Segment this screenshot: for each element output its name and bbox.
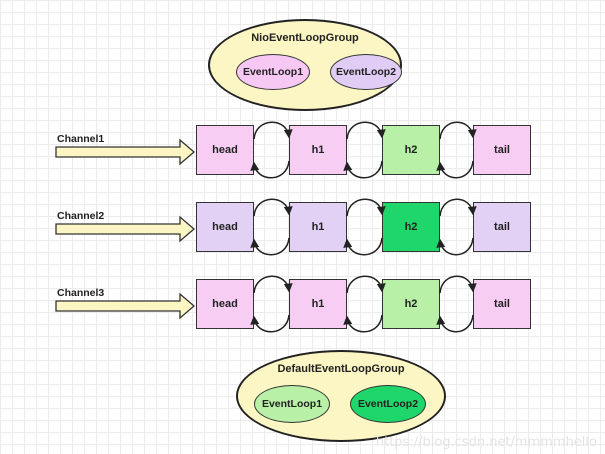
forward-link-arrow bbox=[439, 198, 477, 217]
default-event-loop-1: EventLoop1 bbox=[254, 385, 330, 423]
pipeline-node: tail bbox=[473, 125, 531, 175]
backward-link-arrow bbox=[436, 237, 474, 256]
forward-link-arrow bbox=[253, 121, 293, 140]
channel-input-arrow bbox=[55, 292, 195, 320]
backward-link-arrow bbox=[343, 237, 383, 256]
channel-label: Channel2 bbox=[57, 210, 105, 222]
pipeline-node: tail bbox=[473, 279, 531, 329]
forward-link-arrow bbox=[346, 121, 386, 140]
default-event-loop-group-title: DefaultEventLoopGroup bbox=[277, 363, 405, 375]
backward-link-arrow bbox=[250, 314, 290, 333]
channel-label: Channel1 bbox=[57, 133, 105, 145]
channel-input-arrow bbox=[55, 215, 195, 243]
pipeline-node: tail bbox=[473, 202, 531, 252]
backward-link-arrow bbox=[250, 237, 290, 256]
pipeline-node: h2 bbox=[382, 279, 440, 329]
pipeline-node: head bbox=[196, 125, 254, 175]
backward-link-arrow bbox=[343, 314, 383, 333]
pipeline-node: head bbox=[196, 279, 254, 329]
backward-link-arrow bbox=[436, 314, 474, 333]
backward-link-arrow bbox=[343, 160, 383, 179]
channel-input-arrow bbox=[55, 138, 195, 166]
pipeline-node: h1 bbox=[289, 279, 347, 329]
pipeline-node: h1 bbox=[289, 125, 347, 175]
forward-link-arrow bbox=[439, 121, 477, 140]
forward-link-arrow bbox=[253, 198, 293, 217]
pipeline-node: head bbox=[196, 202, 254, 252]
nio-event-loop-group-title: NioEventLoopGroup bbox=[251, 32, 359, 44]
forward-link-arrow bbox=[439, 275, 477, 294]
pipeline-node: h1 bbox=[289, 202, 347, 252]
forward-link-arrow bbox=[253, 275, 293, 294]
watermark: https://blog.csdn.net/mmmmhello bbox=[375, 435, 597, 450]
backward-link-arrow bbox=[436, 160, 474, 179]
nio-event-loop-1: EventLoop1 bbox=[236, 54, 310, 90]
channel-label: Channel3 bbox=[57, 287, 105, 299]
forward-link-arrow bbox=[346, 198, 386, 217]
pipeline-node: h2 bbox=[382, 125, 440, 175]
default-event-loop-2: EventLoop2 bbox=[350, 385, 426, 423]
pipeline-node: h2 bbox=[382, 202, 440, 252]
nio-event-loop-2: EventLoop2 bbox=[330, 54, 402, 90]
nio-event-loop-group: NioEventLoopGroup EventLoop1 EventLoop2 bbox=[208, 19, 402, 111]
forward-link-arrow bbox=[346, 275, 386, 294]
backward-link-arrow bbox=[250, 160, 290, 179]
